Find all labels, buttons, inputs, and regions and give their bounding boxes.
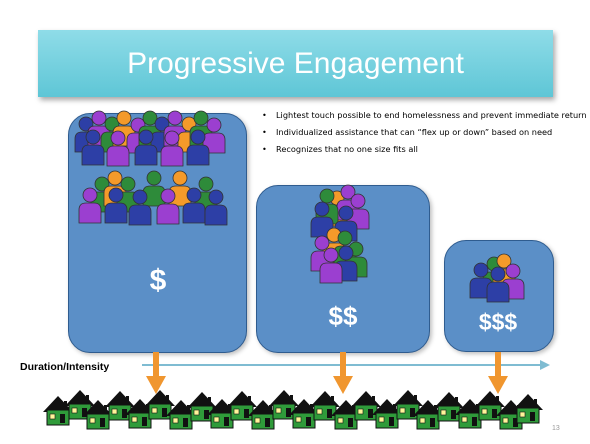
bullet-item: Recognizes that no one size fits all (262, 144, 588, 154)
down-arrow-icon (333, 352, 353, 394)
bullet-item: Individualized assistance that can “flex… (262, 127, 588, 137)
bullet-item: Lightest touch possible to end homelessn… (262, 110, 588, 120)
axis-arrowhead-icon (540, 360, 550, 370)
house-icon (512, 393, 544, 424)
people-group-icon (310, 184, 370, 284)
duration-intensity-label: Duration/Intensity (20, 361, 110, 373)
slide-title: Progressive Engagement (127, 46, 464, 80)
down-arrow-icon (488, 352, 508, 394)
cost-label-3: $$$ (478, 309, 518, 335)
page-number: 13 (552, 425, 560, 432)
houses-row (42, 389, 544, 430)
people-group-icon (469, 253, 525, 303)
cost-label-1: $ (149, 264, 167, 297)
down-arrow-icon (146, 352, 166, 394)
cost-label-2: $$ (328, 301, 358, 331)
bullet-list: Lightest touch possible to end homelessn… (262, 110, 588, 161)
people-group-icon (74, 110, 226, 167)
people-group-icon (78, 170, 228, 226)
title-banner: Progressive Engagement (38, 30, 553, 97)
